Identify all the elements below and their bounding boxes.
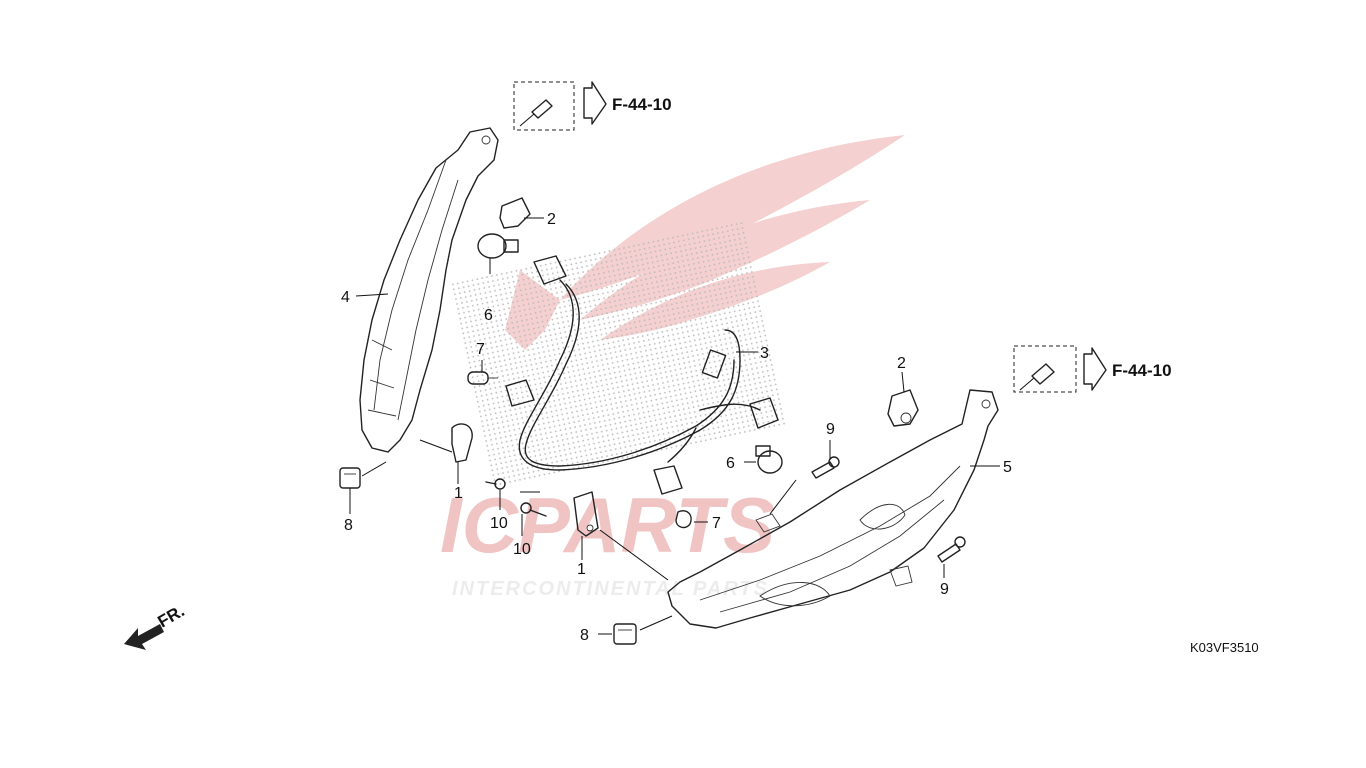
callout-1-center[interactable]: 1 <box>577 561 586 578</box>
part-5-right-winker-housing[interactable] <box>667 389 999 629</box>
part-8-grommet-bottom[interactable] <box>613 623 637 645</box>
part-1-reflector-center[interactable] <box>573 491 599 537</box>
callout-1-left[interactable]: 1 <box>454 485 463 502</box>
part-8-grommet-left[interactable] <box>339 467 361 489</box>
reference-label-top[interactable]: F-44-10 <box>612 95 672 114</box>
part-9-screw-bottom[interactable] <box>937 536 966 563</box>
leader-lines <box>349 217 1000 635</box>
reference-top: F-44-10 <box>513 81 672 131</box>
callout-3[interactable]: 3 <box>760 345 769 362</box>
callout-6-right[interactable]: 6 <box>726 455 735 472</box>
callout-5[interactable]: 5 <box>1003 459 1012 476</box>
part-6-bulb-left[interactable] <box>477 233 519 259</box>
callout-7-left[interactable]: 7 <box>476 341 485 358</box>
callout-2-right[interactable]: 2 <box>897 355 906 372</box>
front-arrow-icon <box>124 624 164 650</box>
part-9-screw-top[interactable] <box>811 456 840 479</box>
callout-8-bottom[interactable]: 8 <box>580 627 589 644</box>
callouts: 1 1 2 2 3 4 5 6 6 7 7 8 8 9 9 10 10 <box>341 211 1012 644</box>
callout-10-upper[interactable]: 10 <box>490 515 508 532</box>
part-10-screw-upper[interactable] <box>485 478 506 490</box>
part-4-left-winker-housing[interactable] <box>359 127 499 453</box>
part-7-small-bulb-right[interactable] <box>675 510 692 529</box>
callout-9-bottom[interactable]: 9 <box>940 581 949 598</box>
callout-7-right[interactable]: 7 <box>712 515 721 532</box>
callout-2-top[interactable]: 2 <box>547 211 556 228</box>
reference-label-right[interactable]: F-44-10 <box>1112 361 1172 380</box>
callout-9-top[interactable]: 9 <box>826 421 835 438</box>
watermark-brand: ICPARTS <box>440 481 775 569</box>
part-2-socket-right[interactable] <box>887 389 919 427</box>
part-10-screw-lower[interactable] <box>520 502 547 517</box>
watermark-tagline: INTERCONTINENTAL PARTS <box>452 578 769 600</box>
front-direction-indicator: FR. <box>124 601 188 650</box>
callout-10-lower[interactable]: 10 <box>513 541 531 558</box>
reference-right: F-44-10 <box>1013 345 1172 393</box>
part-2-socket-top[interactable] <box>499 197 531 229</box>
part-6-bulb-right[interactable] <box>755 445 783 474</box>
callout-8-left[interactable]: 8 <box>344 517 353 534</box>
part-1-reflector-left[interactable] <box>451 423 473 463</box>
part-3-wire-harness[interactable] <box>505 255 779 495</box>
drawing-code: K03VF3510 <box>1190 640 1259 655</box>
callout-4[interactable]: 4 <box>341 289 350 306</box>
watermark-logo: ICPARTS INTERCONTINENTAL PARTS <box>440 135 905 600</box>
part-7-small-bulb-left[interactable] <box>467 371 498 385</box>
callout-6-left[interactable]: 6 <box>484 307 493 324</box>
